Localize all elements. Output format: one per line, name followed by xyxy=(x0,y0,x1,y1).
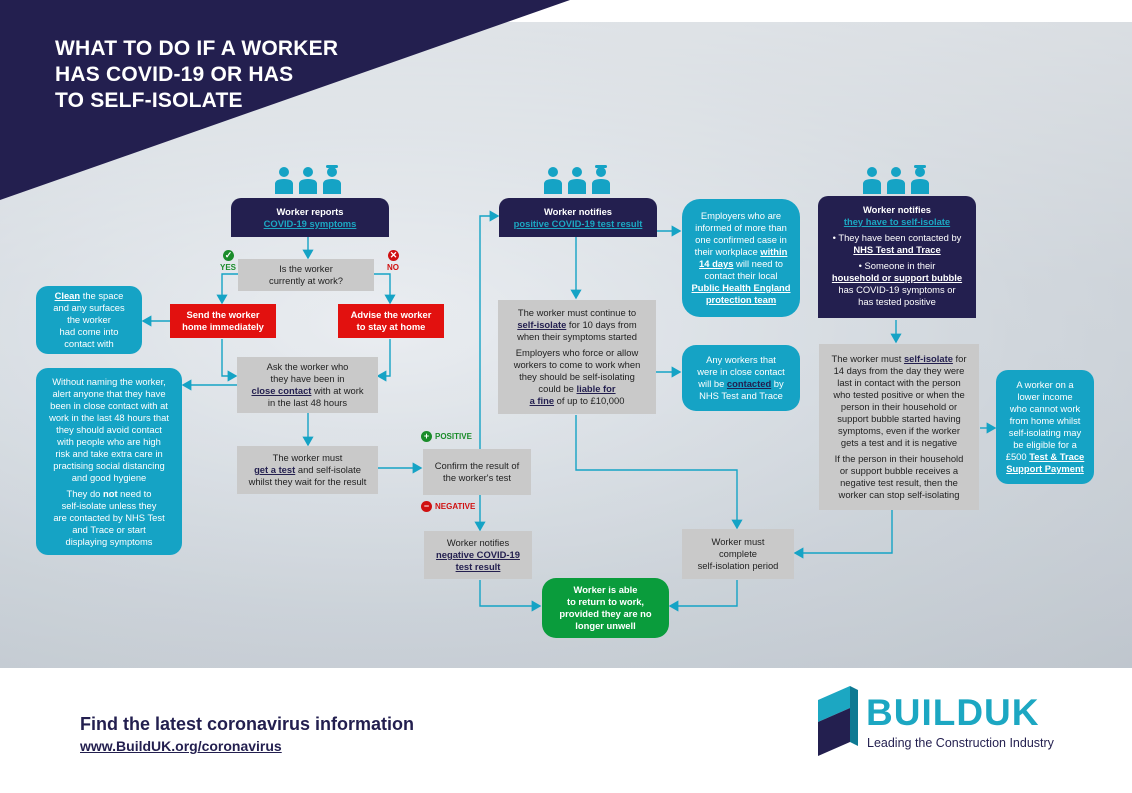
minus-icon: − xyxy=(421,501,432,512)
title-banner xyxy=(0,0,570,200)
isolate-14-days-box: The worker must self-isolate for 14 days… xyxy=(819,344,979,510)
workers-icon xyxy=(544,165,610,194)
close-contacts-box: Any workers that were in close contact w… xyxy=(682,345,800,411)
alert-contacts-box: Without naming the worker, alert anyone … xyxy=(36,368,182,555)
employers-notice-box: Employers who are informed of more than … xyxy=(682,199,800,317)
plus-icon: + xyxy=(421,431,432,442)
send-home-box: Send the worker home immediately xyxy=(170,304,276,338)
footer-title: Find the latest coronavirus information xyxy=(80,714,415,734)
positive-label: + POSITIVE xyxy=(421,431,472,442)
yes-label: ✓ xyxy=(223,250,234,261)
negative-label: − NEGATIVE xyxy=(421,501,475,512)
workers-icon xyxy=(863,165,929,194)
logo-name: BUILDUK xyxy=(866,692,1040,733)
workers-icon xyxy=(275,165,341,194)
ask-close-contact-box: Ask the worker who they have been in clo… xyxy=(237,357,378,413)
get-test-box: The worker must get a test and self-isol… xyxy=(237,446,378,494)
tick-icon: ✓ xyxy=(223,250,234,261)
footer xyxy=(0,668,1132,793)
positive-test-header: Worker notifies positive COVID-19 test r… xyxy=(499,198,657,237)
yes-text: YES xyxy=(220,263,237,272)
buildu-logo-icon xyxy=(818,686,858,756)
negative-result-box: Worker notifies negative COVID-19 test r… xyxy=(424,531,532,579)
return-to-work-box: Worker is able to return to work, provid… xyxy=(542,578,669,638)
worker-reports-header: Worker reports COVID-19 symptoms xyxy=(231,198,389,237)
continue-isolate-box: The worker must continue to self-isolate… xyxy=(498,300,656,414)
no-label: ✕ xyxy=(388,250,399,261)
confirm-result-box: Confirm the result of the worker's test xyxy=(423,449,531,495)
no-text: NO xyxy=(387,263,399,272)
clean-space-box: Clean the space and any surfaces the wor… xyxy=(36,286,142,354)
logo-tagline: Leading the Construction Industry xyxy=(867,736,1054,750)
at-work-question: Is the worker currently at work? xyxy=(238,259,374,291)
self-isolate-header: Worker notifies they have to self-isolat… xyxy=(818,196,976,318)
footer-url-link[interactable]: www.BuildUK.org/coronavirus xyxy=(80,738,282,754)
support-payment-box: A worker on a lower income who cannot wo… xyxy=(996,370,1094,484)
advise-stay-home-box: Advise the worker to stay at home xyxy=(338,304,444,338)
complete-isolation-box: Worker must complete self-isolation peri… xyxy=(682,529,794,579)
cross-icon: ✕ xyxy=(388,250,399,261)
page-title: WHAT TO DO IF A WORKER HAS COVID-19 OR H… xyxy=(55,37,339,112)
